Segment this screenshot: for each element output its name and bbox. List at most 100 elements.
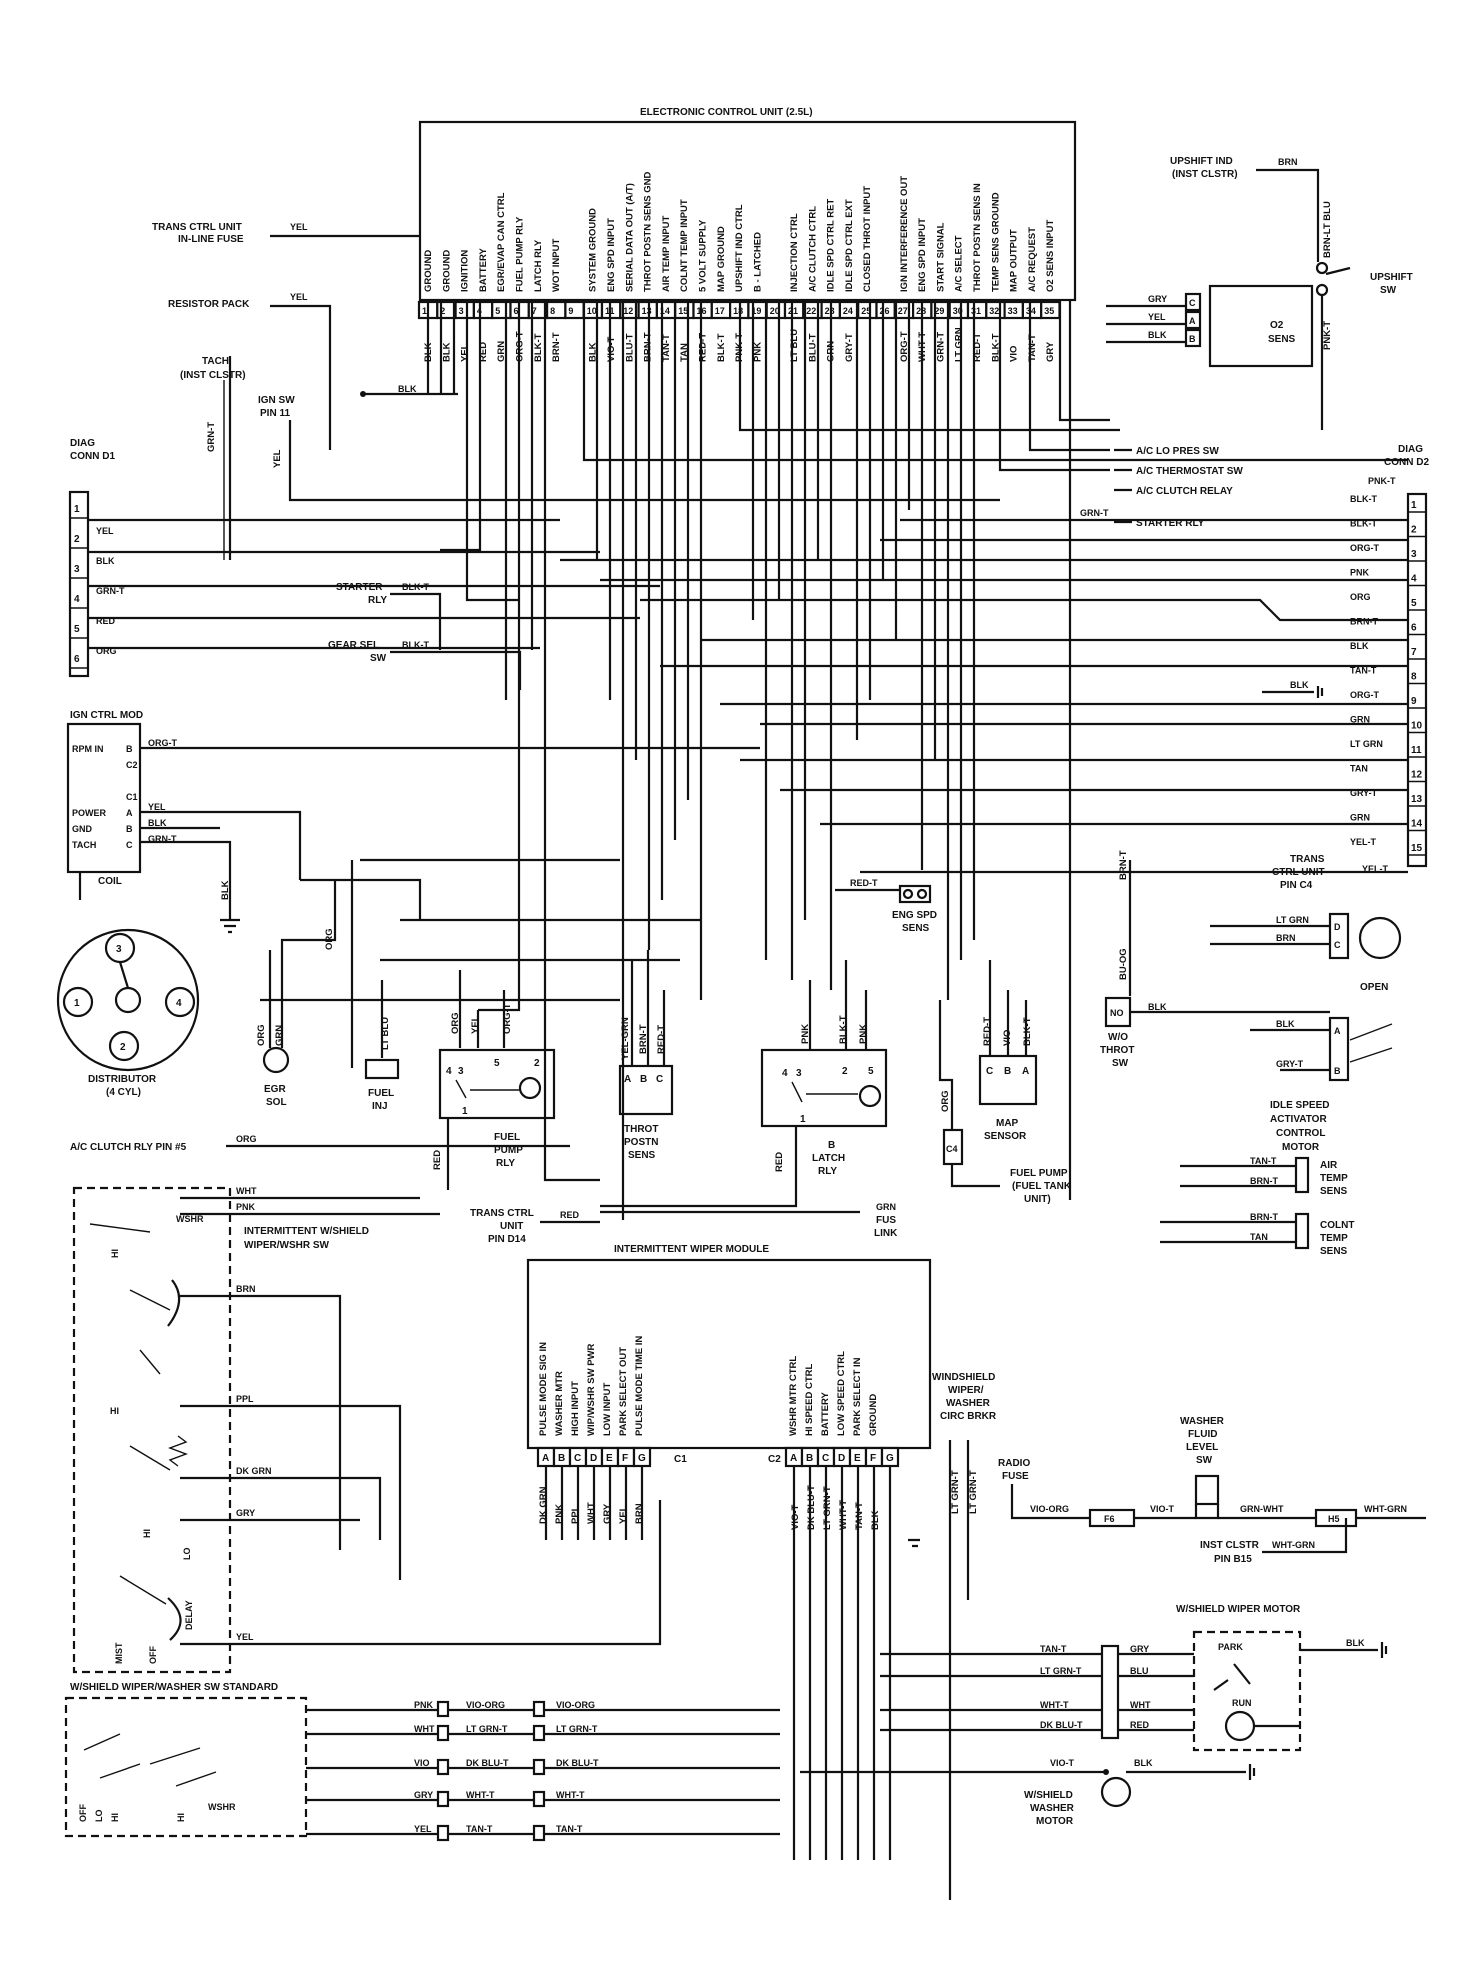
- circuit-breaker-ref: WINDSHIELD WIPER/ WASHER CIRC BRKR: [932, 1372, 997, 1422]
- iwm-c1-wire-color: DK GRN: [538, 1486, 549, 1524]
- wot-l3: SW: [1112, 1058, 1129, 1069]
- d1-pin-wire-color: BLK: [96, 556, 115, 566]
- std-right-wire-color: VIO-ORG: [556, 1700, 595, 1710]
- ecu-pin-function: ENG SPD INPUT: [917, 218, 928, 292]
- int-sw-wire-color: GRY: [236, 1508, 255, 1518]
- starter-rly-grn-t-wire: GRN-T: [1080, 508, 1109, 518]
- o2-pin-cell: [1184, 292, 1202, 312]
- colnt-temp-l2: TEMP: [1320, 1233, 1348, 1244]
- fpr-wire-2: YEL: [470, 1015, 481, 1034]
- blr-pin-5: 5: [868, 1066, 874, 1077]
- egr-solenoid: ORG GRN ORG EGR SOL: [256, 880, 337, 1108]
- wiper-motor-park: PARK: [1218, 1642, 1243, 1652]
- ecu-pin-function: UPSHIFT IND CTRL: [734, 204, 745, 292]
- iwm-c2-pin-letter: G: [886, 1453, 894, 1464]
- fuel-pump-label: FUEL PUMP: [1010, 1168, 1068, 1179]
- std-connector-cell: [436, 1758, 450, 1776]
- ign-ctrl-title: IGN CTRL MOD: [70, 710, 143, 721]
- trans-ctrl-d14-red-wire: RED: [560, 1210, 580, 1220]
- washer-fluid-label: WASHER: [1180, 1416, 1225, 1427]
- std-connector-cell: [532, 1824, 546, 1842]
- ecu-pin-number: 32: [989, 306, 999, 316]
- std-left-wire-color: WHT: [414, 1724, 435, 1734]
- ecu-pin-number: 27: [898, 306, 908, 316]
- egr-wire-2: GRN: [274, 1025, 285, 1046]
- wm-out-wire-color: RED: [1130, 1720, 1150, 1730]
- ecu-pin-number: 35: [1044, 306, 1054, 316]
- iwm-c1-function: PULSE MODE SIG IN: [538, 1342, 549, 1436]
- trans-ctrl-unit-label: TRANS CTRL UNIT: [152, 222, 242, 233]
- std-connector-cell: [532, 1724, 546, 1742]
- blr-red-wire: RED: [774, 1152, 785, 1172]
- air-temp-sensor: TAN-T BRN-T AIR TEMP SENS: [1180, 1156, 1348, 1197]
- std-mid-wire-color: DK BLU-T: [466, 1758, 509, 1768]
- iwm-c2-function: HI SPEED CTRL: [804, 1363, 815, 1436]
- iwm-c2-pin-letter: D: [838, 1453, 845, 1464]
- iwm-c2-pin-letter: E: [854, 1453, 861, 1464]
- eng-spd-wire: RED-T: [850, 878, 878, 888]
- o2-pin-letter: B: [1189, 334, 1196, 344]
- tps-l3: SENS: [628, 1150, 656, 1161]
- ecu-pin-function: IDLE SPD CTRL RET: [826, 199, 837, 292]
- std-mid-wire-color: TAN-T: [466, 1824, 493, 1834]
- ign-blk-wire: BLK: [220, 880, 231, 900]
- ecu-pin-number: 26: [880, 306, 890, 316]
- colnt-temp-wire-2: TAN: [1250, 1232, 1268, 1242]
- ecu-pin-wire-color: VIO-T: [606, 336, 617, 362]
- distributor-label: DISTRIBUTOR: [88, 1074, 157, 1085]
- d2-pin-wire-color: YEL-T: [1350, 837, 1377, 847]
- air-temp-l2: TEMP: [1320, 1173, 1348, 1184]
- ecu-pin-function: THROT POSTN SENS GND: [643, 172, 654, 292]
- circ-bkr-l2: WIPER/: [948, 1385, 984, 1396]
- circ-bkr-label: WINDSHIELD: [932, 1372, 995, 1383]
- fus-link-label: FUS: [876, 1215, 896, 1226]
- iwm-c1-wire-color: GRY: [602, 1503, 613, 1524]
- std-sw-off: OFF: [78, 1804, 88, 1822]
- o2-pin-cell: [1184, 310, 1202, 330]
- ecu-pin-number: 7: [532, 306, 537, 316]
- ecu-pin-number: 13: [642, 306, 652, 316]
- ecu-pin-function: EGR/EVAP CAN CTRL: [496, 192, 507, 292]
- map-label: MAP: [996, 1118, 1019, 1129]
- std-right-wire-color: DK BLU-T: [556, 1758, 599, 1768]
- fpr-l2: PUMP: [494, 1145, 523, 1156]
- right-reference-labels: A/C LO PRES SWA/C THERMOSTAT SWA/C CLUTC…: [1114, 446, 1243, 529]
- ecu-pin-function: LATCH RLY: [533, 239, 544, 292]
- int-sw-wire-color: WHT: [236, 1186, 257, 1196]
- iwm-c1-pin-letter: D: [590, 1453, 597, 1464]
- d2-pin-number: 7: [1411, 647, 1417, 658]
- fpr-wire-1: ORG: [450, 1012, 461, 1034]
- iwm-c2-function: GROUND: [868, 1394, 879, 1436]
- blr-pin-3: 3: [796, 1068, 802, 1079]
- ecu-pin-number: 20: [770, 306, 780, 316]
- wot-no-label: NO: [1110, 1008, 1124, 1018]
- dist-terminal-4: 4: [176, 998, 182, 1009]
- diag-d2-sub-label: CONN D2: [1384, 457, 1429, 468]
- isa-label: IDLE SPEED: [1270, 1100, 1329, 1111]
- wm-out-wire-color: GRY: [1130, 1644, 1149, 1654]
- map-sub-label: SENSOR: [984, 1131, 1027, 1142]
- upshift-sw-label: UPSHIFT: [1370, 272, 1413, 283]
- ign-row-pin: B: [126, 824, 133, 834]
- std-sw-lo: LO: [94, 1810, 104, 1823]
- trans-c4-label: TRANS: [1290, 854, 1325, 865]
- d1-pin-number: 1: [74, 504, 80, 515]
- trans-ctrl-wire: YEL: [290, 222, 308, 232]
- fus-link-l2: LINK: [874, 1228, 898, 1239]
- ecu-pin-wire-color: BLK-T: [533, 333, 544, 362]
- ign-row-pin: C: [126, 840, 133, 850]
- ecu-pin-number: 9: [568, 306, 573, 316]
- map-wire-1: RED-T: [982, 1017, 993, 1046]
- iwm-c1-pin-letter: A: [542, 1453, 549, 1464]
- iwm-title: INTERMITTENT WIPER MODULE: [614, 1244, 769, 1255]
- ecu-pin-wire-color: BRN-T: [551, 332, 562, 362]
- b-latch-relay: PNK BLK-T PNK 4 2 5 3 1 B LATCH RLY RED: [600, 960, 888, 1208]
- ign-row-pin: B: [126, 744, 133, 754]
- ecu-pin-number: 23: [825, 306, 835, 316]
- ecu-pin-wire-color: RED-T: [698, 333, 709, 362]
- ecu-pin-wire-color: TAN: [679, 343, 690, 362]
- upshift-o2-area: UPSHIFT IND (INST CLSTR) BRN BRN-LT BLU …: [1106, 156, 1413, 430]
- d1-pin-number: 2: [74, 534, 80, 545]
